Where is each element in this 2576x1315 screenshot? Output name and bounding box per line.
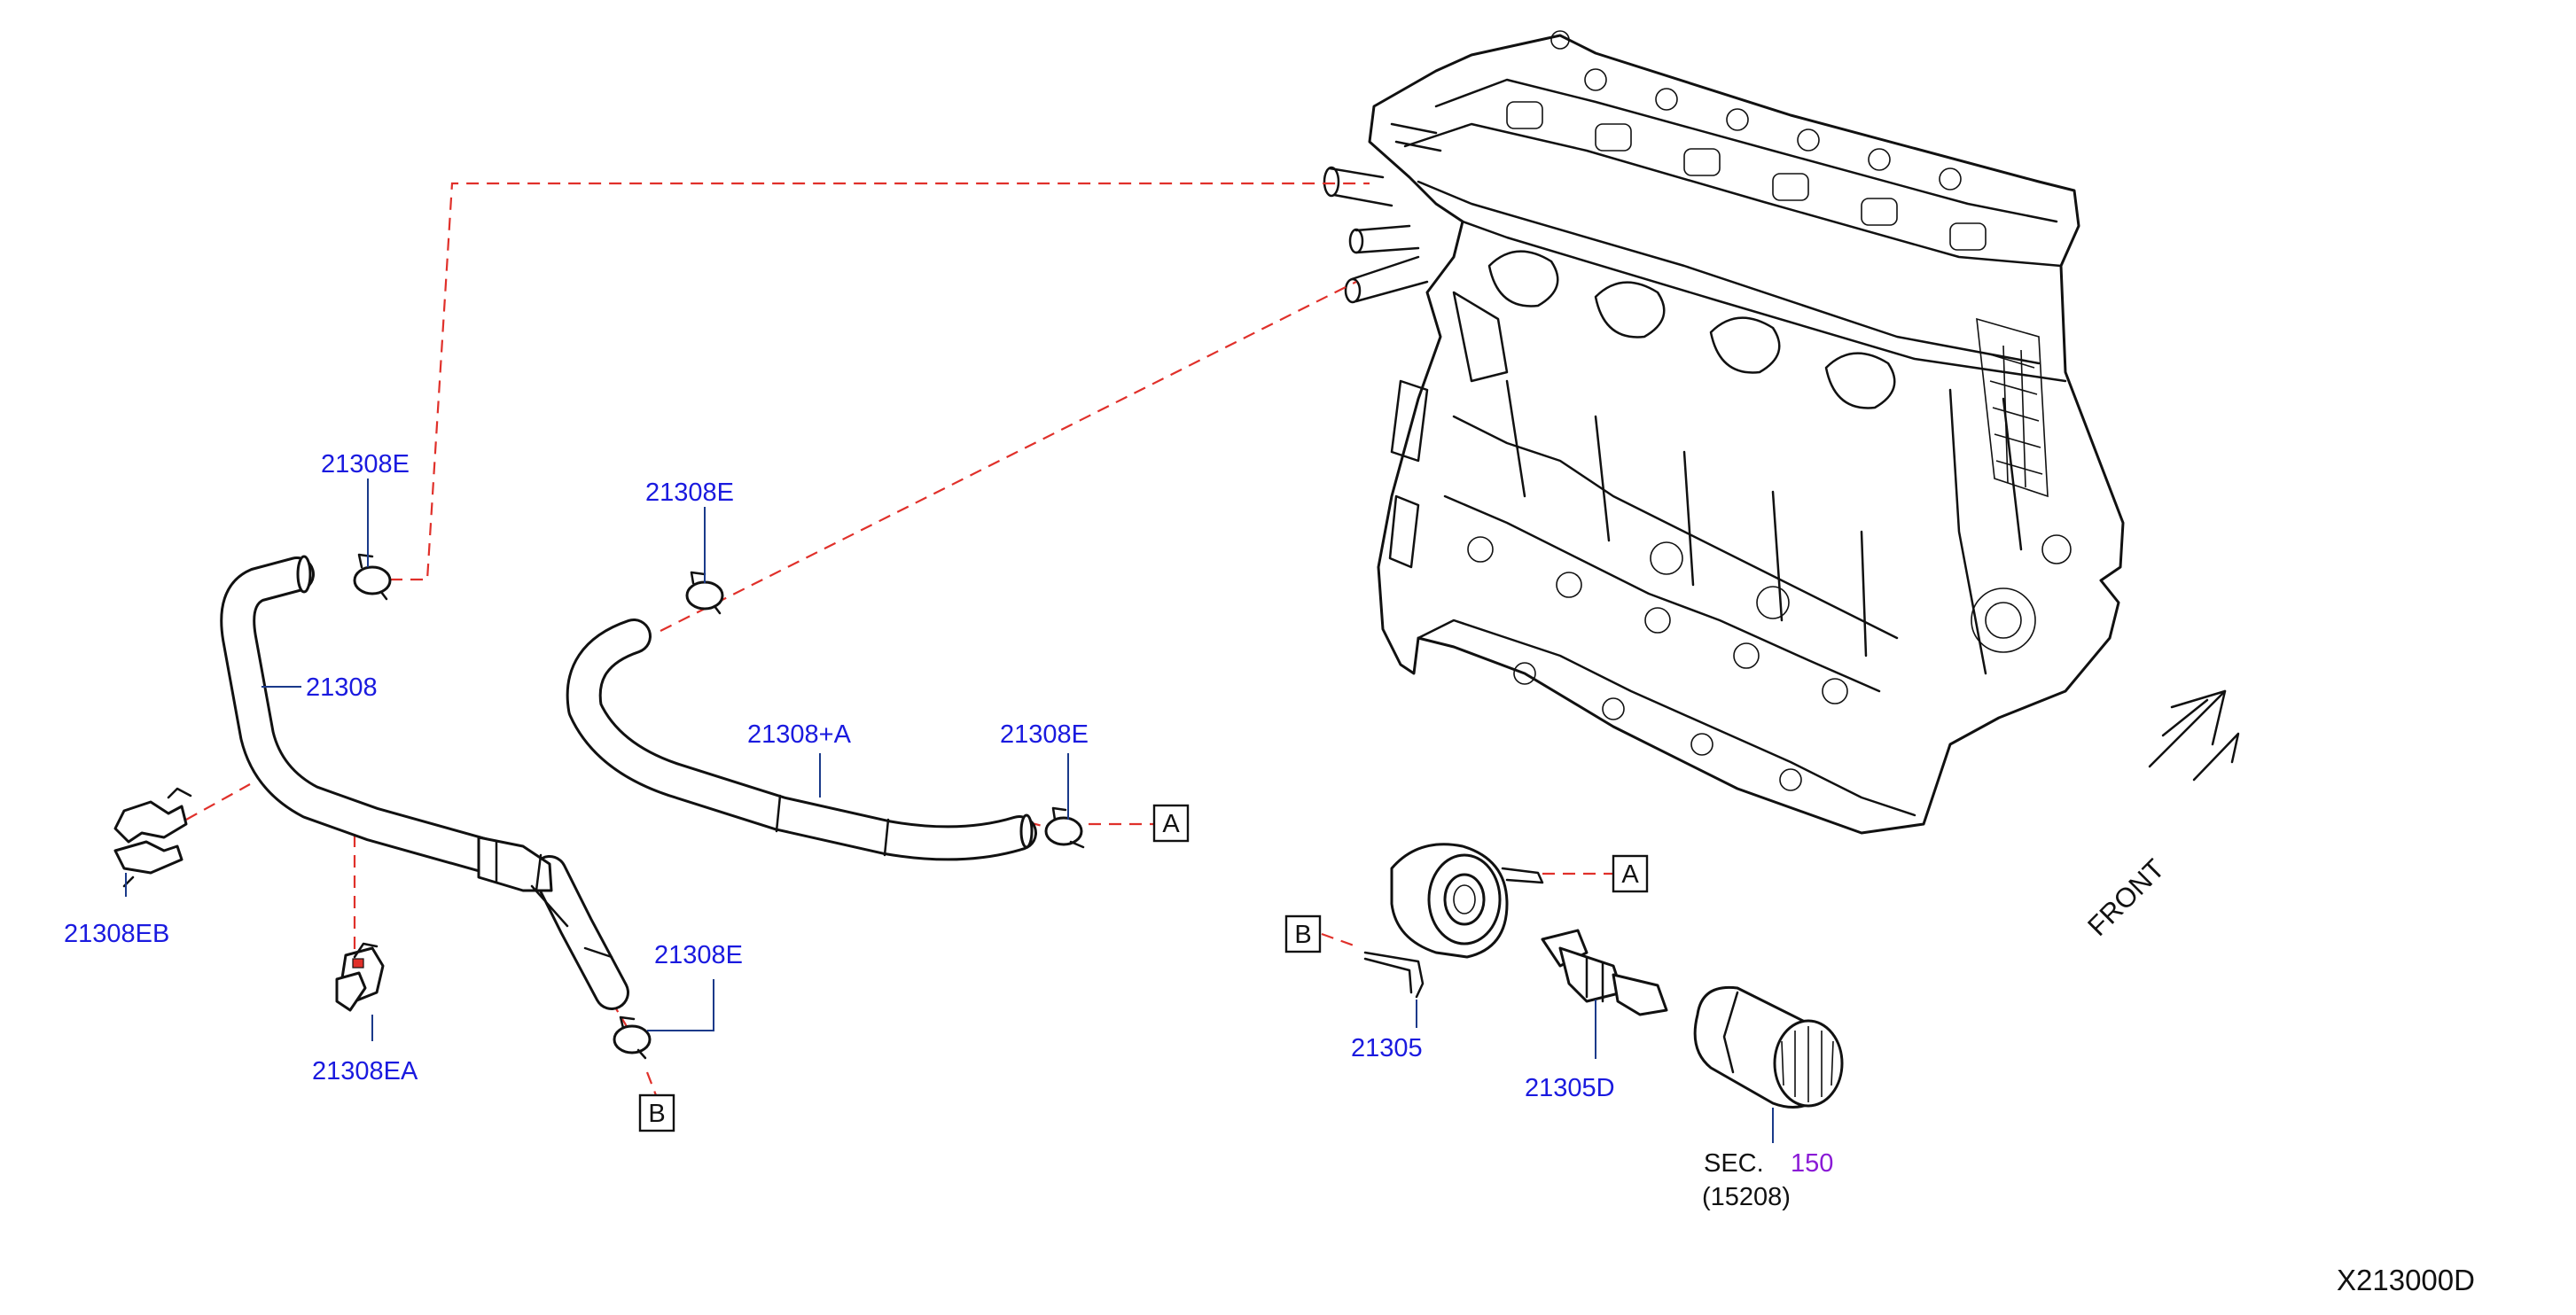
label-21308e-right: 21308E [1000, 720, 1089, 749]
label-21308e-bottom: 21308E [654, 941, 743, 969]
label-21308-a: 21308+A [747, 720, 852, 749]
label-sec-part: (15208) [1702, 1183, 1791, 1211]
oil-filter-icon [1693, 985, 1844, 1109]
label-21305: 21305 [1351, 1034, 1423, 1062]
ref-box-a-cooler-label: A [1621, 860, 1639, 889]
clip-21308ea-icon [335, 942, 385, 1012]
label-21308ea: 21308EA [312, 1057, 418, 1085]
label-sec-prefix: SEC. [1704, 1149, 1764, 1178]
label-sec-number: 150 [1791, 1149, 1833, 1178]
clip-21308eb-icon [113, 787, 192, 888]
clamp-icon [353, 553, 1085, 1060]
oil-cooler-21305-icon [1363, 843, 1544, 999]
front-label: FRONT [2081, 853, 2170, 942]
label-21305d: 21305D [1525, 1074, 1615, 1102]
label-21308e-top-mid: 21308E [645, 479, 734, 507]
engine-block-illustration [1323, 30, 2125, 835]
ref-box-a-hose: A [1152, 804, 1190, 843]
connector-21305d-icon [1541, 929, 1668, 1016]
ref-box-b-cooler: B [1284, 914, 1322, 953]
hose-21308-a [566, 619, 1037, 861]
label-21308eb: 21308EB [64, 920, 169, 948]
front-arrow-icon [2148, 689, 2240, 782]
diagram-id: X213000D [2337, 1264, 2475, 1296]
label-21308e-top-left: 21308E [321, 450, 410, 479]
leader-lines [125, 479, 1774, 1143]
hose-21308 [220, 555, 629, 1010]
label-21308: 21308 [306, 673, 378, 702]
ref-box-a-cooler: A [1612, 854, 1649, 893]
ref-box-a-hose-label: A [1162, 810, 1180, 838]
ref-box-b-hose: B [638, 1093, 675, 1132]
ref-box-b-cooler-label: B [1294, 921, 1311, 949]
ref-box-b-hose-label: B [648, 1100, 665, 1128]
